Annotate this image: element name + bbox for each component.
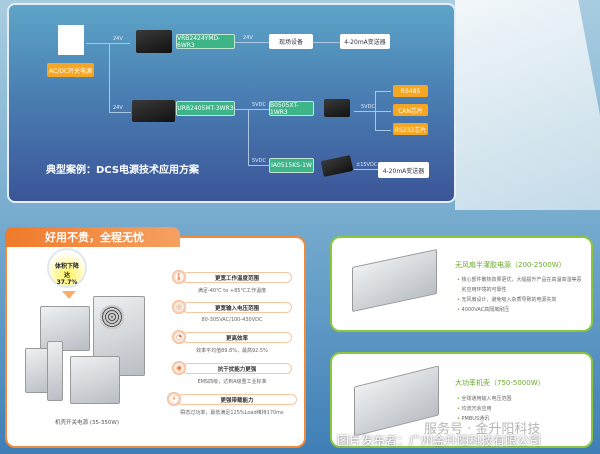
efficiency-icon: ◔: [172, 330, 186, 344]
device-box: 4-20mA变送器: [340, 34, 390, 49]
product-image: [352, 248, 437, 313]
power-supply-image: [58, 25, 84, 55]
fanless-power-card: 无风扇半灌胶电源（200-2500W） • 核心部件散热效果更优，大幅提升产品在…: [330, 236, 593, 332]
load-icon: ⚡: [167, 392, 181, 406]
card-title: 大功率机壳（750-5000W）: [455, 379, 545, 387]
output-box: RS232芯片: [393, 123, 428, 135]
volume-badge: 体积下降达37.7%: [47, 248, 87, 288]
feature-desc: 80-305VAC/100-430VDC: [201, 317, 263, 323]
output-box: CAN芯片: [393, 104, 428, 116]
module-box: IA0515KS-1W: [269, 158, 314, 173]
bullet: • 无风扇设计，避免吸入杂质导致的电源失效: [457, 297, 557, 303]
feature-desc: 瞬态过功率，最低满足125%Load维持170ms: [180, 410, 284, 416]
feature-title: 更高效率: [182, 332, 292, 343]
watermark-service: 服务号 · 金升阳科技: [424, 422, 541, 437]
product-image: [47, 341, 63, 401]
bullet: • 均流冗余应用: [457, 406, 492, 412]
module-image: [132, 100, 175, 122]
bullet: • 4000VAC高隔离耐压: [457, 307, 510, 313]
feature-desc: EMS四级，达到A级重工业标准: [197, 379, 267, 385]
feature-title: 更强带载能力: [177, 394, 297, 405]
feature-item: ◎更宽输入电压范围 80-305VAC/100-430VDC: [172, 300, 292, 323]
feature-title: 更宽输入电压范围: [182, 302, 292, 313]
line: [248, 109, 249, 165]
voltage-label: 5VDC: [252, 158, 266, 164]
watermark-publisher: 图片发布者：广州金升阳科技有限公司: [337, 434, 542, 448]
voltage-label: 24V: [243, 35, 253, 41]
feature-title: 更宽工作温度范围: [182, 272, 292, 283]
module-image: [136, 30, 172, 53]
line: [375, 130, 391, 131]
voltage-label: 5VDC: [252, 102, 266, 108]
card-title: 无风扇半灌胶电源（200-2500W）: [455, 261, 566, 269]
output-box: RS485: [393, 85, 428, 97]
line: [86, 43, 130, 44]
card-tab-title: 好用不贵，全程无忧: [5, 227, 180, 247]
voltage-label: 5VDC: [361, 104, 375, 110]
module-box: B0505XT-1WR3: [269, 101, 314, 116]
line: [354, 169, 378, 170]
bullet: • 全球通用输入电压范围: [457, 396, 512, 402]
fan-icon: [100, 305, 124, 329]
line: [235, 109, 269, 110]
bullet-list: • 核心部件散热效果更优，大幅提升产品在高温高湿等恶劣应用环境的可靠性 • 无风…: [457, 275, 582, 315]
device-box: 4-20mA变送器: [378, 162, 429, 178]
feature-item: 🌡更宽工作温度范围满足-40℃ to +85℃工作温度: [172, 270, 292, 294]
line: [109, 43, 110, 113]
line: [354, 111, 391, 112]
high-power-card: 大功率机壳（750-5000W） • 全球通用输入电压范围 • 均流冗余应用 •…: [330, 352, 593, 448]
source-box: AC/DC开关电源: [47, 63, 94, 77]
feature-item: ⚡更强带载能力瞬态过功率，最低满足125%Load维持170ms: [167, 392, 297, 416]
voltage-label: ±15VDC: [356, 162, 378, 168]
line: [235, 42, 269, 43]
device-box: 现场设备: [269, 34, 313, 49]
thermometer-icon: 🌡: [172, 270, 186, 284]
feature-desc: 满足-40℃ to +85℃工作温度: [197, 288, 267, 294]
arrow-down-icon: [62, 291, 76, 299]
bullet-list: • 全球通用输入电压范围 • 均流冗余应用 • PMBUS通讯: [457, 394, 582, 424]
module-box: VRB2424YMD-6WR3: [176, 34, 235, 49]
line: [313, 42, 340, 43]
feature-desc: 效率平均值89.8%，最高92.5%: [196, 348, 268, 354]
module-box: URB2405MT-3WR3: [176, 101, 235, 116]
product-caption: 机壳开关电源 (35-350W): [55, 420, 119, 426]
voltage-label: 24V: [113, 36, 123, 42]
line: [375, 91, 391, 92]
line: [248, 165, 269, 166]
bullet: • 核心部件散热效果更优，大幅提升产品在高温高湿等恶劣应用环境的可靠性: [457, 277, 582, 293]
background-shape: [455, 0, 600, 210]
chassis-power-card: 体积下降达37.7% 机壳开关电源 (35-350W) 🌡更宽工作温度范围满足-…: [5, 236, 306, 448]
line: [109, 112, 131, 113]
product-image: [70, 356, 120, 404]
diagram-title: 典型案例：DCS电源技术应用方案: [46, 165, 200, 176]
voltage-label: 24V: [113, 105, 123, 111]
feature-item: ◉抗干扰能力更强 EMS四级，达到A级重工业标准: [172, 361, 292, 385]
bullet: • PMBUS通讯: [457, 416, 490, 422]
module-image: [320, 155, 354, 177]
voltage-icon: ◎: [172, 300, 186, 314]
line: [375, 91, 376, 131]
dcs-diagram-panel: AC/DC开关电源 24V 24V VRB2424YMD-6WR3 URB240…: [7, 3, 456, 203]
module-image: [324, 99, 350, 117]
feature-title: 抗干扰能力更强: [182, 363, 292, 374]
feature-item: ◔更高效率效率平均值89.8%，最高92.5%: [172, 330, 292, 354]
signal-icon: ◉: [172, 361, 186, 375]
